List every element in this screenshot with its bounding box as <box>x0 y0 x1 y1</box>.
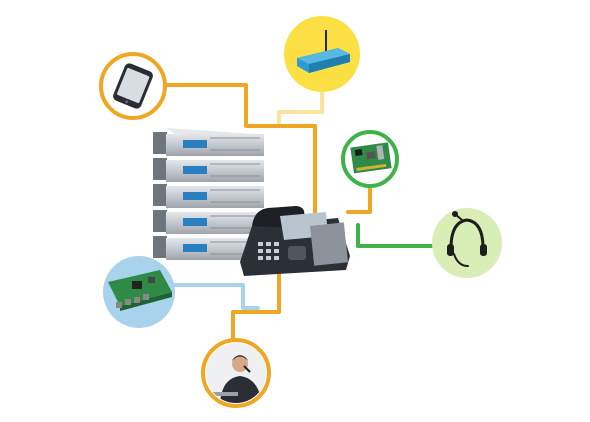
server-unit <box>153 184 264 208</box>
line-router <box>277 90 324 124</box>
connectors <box>164 83 434 344</box>
server-unit <box>153 236 264 260</box>
server-unit <box>153 158 264 182</box>
wifi-router-icon <box>297 30 350 73</box>
line-headset <box>356 223 434 248</box>
smartphone-node <box>99 52 167 120</box>
server-rack-icon <box>153 128 264 260</box>
line-office-worker <box>231 260 281 344</box>
line-telephony-card <box>346 184 372 214</box>
smartphone-icon <box>113 63 153 109</box>
telephony-card-icon <box>350 142 392 174</box>
interface-card-icon <box>108 270 172 311</box>
office-worker-icon <box>206 343 266 403</box>
headset-icon <box>447 211 487 267</box>
line-interface-card <box>170 283 260 310</box>
server-unit <box>153 128 264 156</box>
line-smartphone <box>164 83 317 215</box>
interface-card-node <box>103 256 175 328</box>
server-unit <box>153 210 264 234</box>
headset-node <box>432 208 502 278</box>
wifi-router-node <box>284 16 360 92</box>
office-worker-node <box>201 338 271 408</box>
telephony-card-node <box>341 130 399 188</box>
ip-phone-icon <box>240 206 350 276</box>
